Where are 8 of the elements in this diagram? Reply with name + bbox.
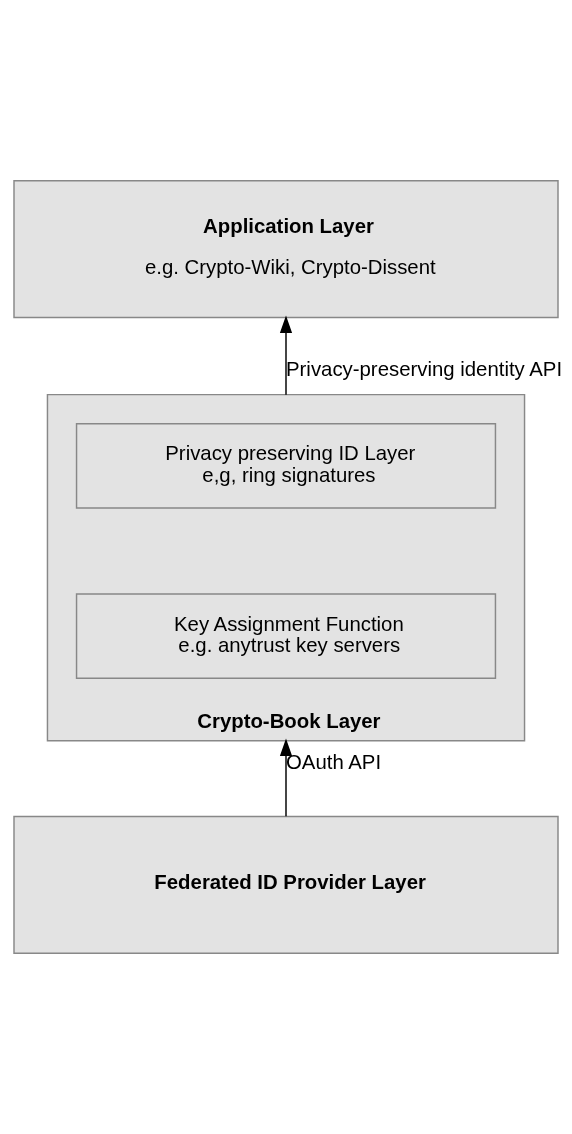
- node-box: Key Assignment Function e.g. anytrust key servers: [75, 593, 497, 679]
- edge-label: OAuth API: [286, 750, 382, 773]
- arrow: [279, 315, 293, 396]
- node-box: Application Layer e.g. Crypto-Wiki, Crypto-Dissent: [13, 180, 559, 319]
- arrow: [279, 738, 293, 817]
- edge-label: Privacy-preserving identity API: [286, 358, 563, 381]
- node-box: Federated ID Provider Layer: [13, 815, 559, 954]
- node-box: Privacy preserving ID Layer e,g, ring signatures: [75, 423, 497, 509]
